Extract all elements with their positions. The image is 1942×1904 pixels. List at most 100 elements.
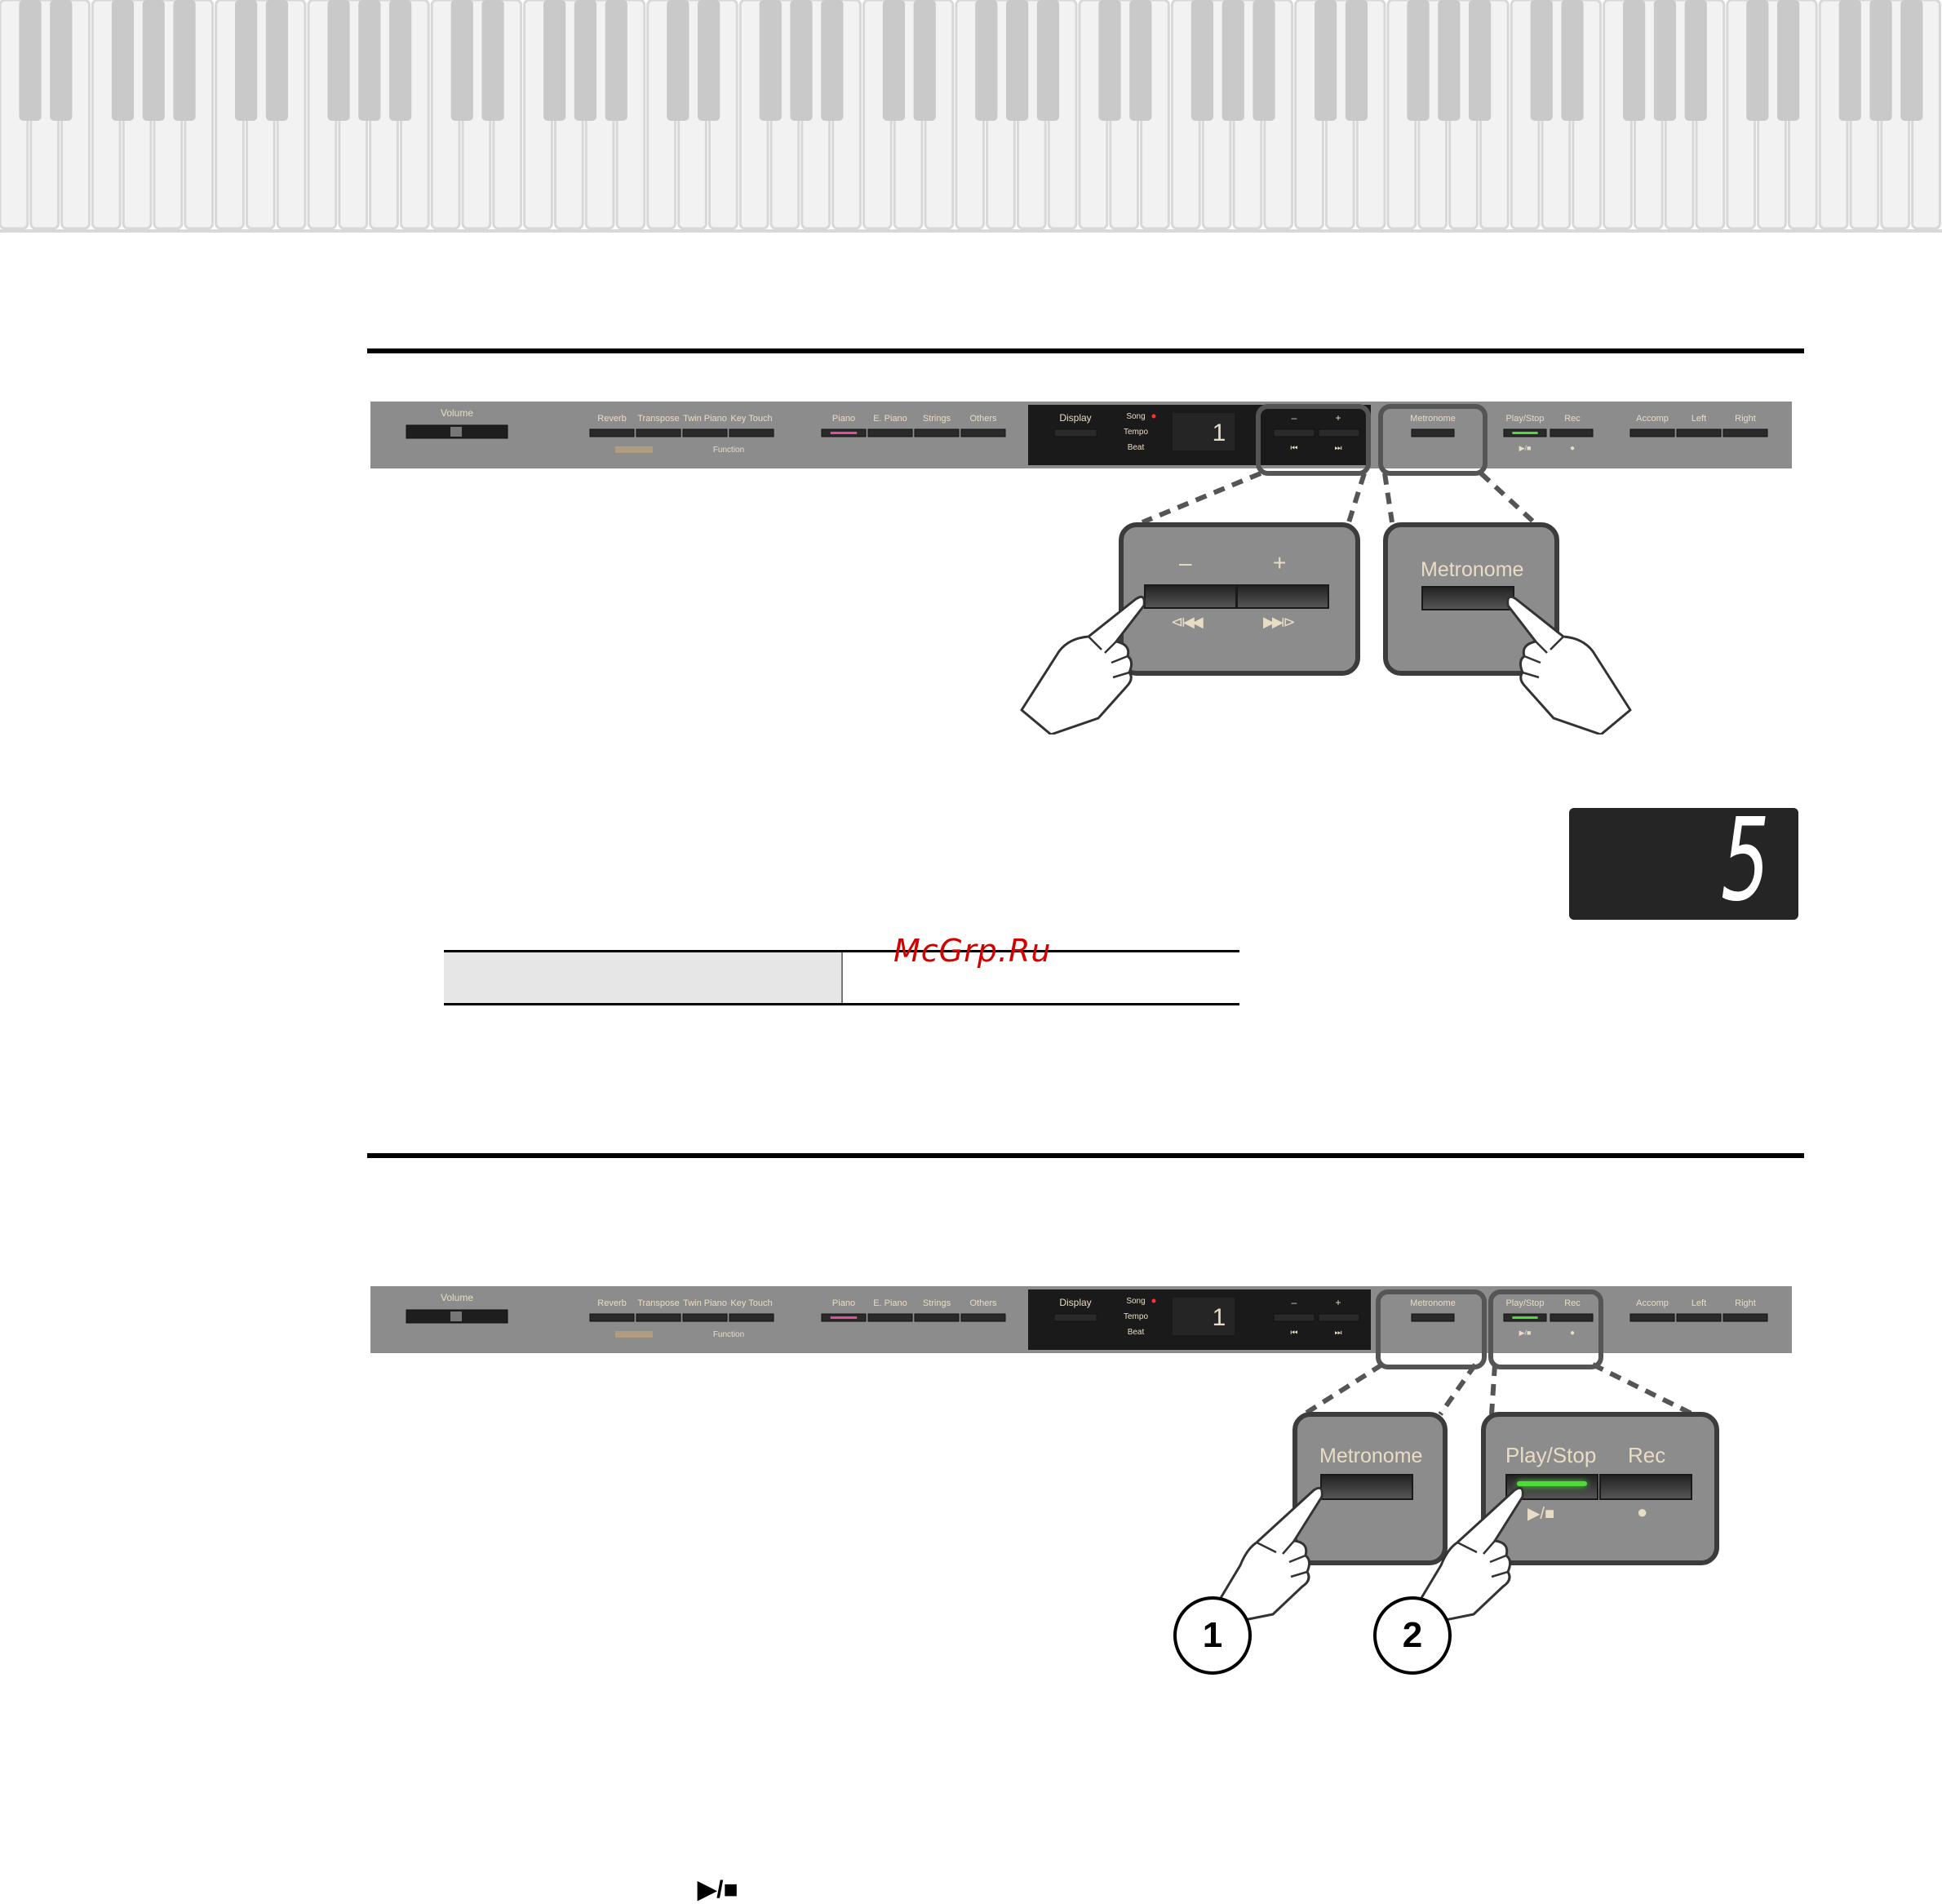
panel-button[interactable]: [1676, 1313, 1722, 1322]
metronome-label: Metronome: [1421, 558, 1524, 581]
play-stop-label: Play/Stop: [1505, 1443, 1597, 1467]
highlight-box-play-rec: [1488, 1289, 1603, 1369]
panel-button[interactable]: [960, 1313, 1006, 1322]
panel-label: Display: [1059, 412, 1091, 424]
black-key: [1469, 0, 1492, 121]
panel-button[interactable]: [589, 428, 635, 437]
panel-button[interactable]: [729, 428, 774, 437]
panel-label: Right: [1735, 414, 1756, 424]
panel-button[interactable]: [867, 1313, 913, 1322]
black-key: [1036, 0, 1060, 121]
panel-button[interactable]: [1273, 1313, 1315, 1322]
rewind-icon: ⧏◀◀: [1171, 614, 1204, 630]
panel-label: Function: [713, 1330, 744, 1339]
black-key: [50, 0, 73, 121]
panel-label: Tempo: [1124, 1312, 1148, 1321]
panel-label: Transpose: [637, 1298, 680, 1308]
pressing-hand-icon: [1020, 595, 1146, 735]
panel-label: Play/Stop: [1505, 414, 1544, 424]
panel-label: E. Piano: [873, 1298, 907, 1308]
panel-button[interactable]: [1273, 428, 1315, 437]
panel-button[interactable]: [636, 1313, 681, 1322]
black-key: [1438, 0, 1461, 121]
black-key: [1129, 0, 1152, 121]
step-1-badge: 1: [1173, 1596, 1252, 1675]
fast-forward-icon: ▶▶⧐: [1263, 614, 1296, 630]
panel-label: ▶/■: [1519, 444, 1532, 452]
panel-label: Rec: [1564, 414, 1581, 424]
black-key: [1746, 0, 1769, 121]
panel-button[interactable]: [1318, 428, 1360, 437]
callouts-top: [1141, 404, 1536, 525]
black-key: [605, 0, 627, 121]
panel-button[interactable]: [729, 1313, 774, 1322]
minus-button[interactable]: [1144, 584, 1237, 609]
panel-label: Twin Piano: [683, 1298, 727, 1308]
panel-button[interactable]: [1629, 1313, 1675, 1322]
panel-button[interactable]: [914, 428, 960, 437]
panel-button[interactable]: [1550, 1313, 1594, 1322]
panel-label: Rec: [1564, 1298, 1581, 1308]
black-key: [358, 0, 381, 121]
metronome-button[interactable]: [1421, 586, 1514, 610]
panel-label: Others: [969, 414, 997, 424]
panel-button[interactable]: [682, 428, 728, 437]
panel-button[interactable]: [1053, 1313, 1097, 1322]
black-key: [1530, 0, 1553, 121]
panel-label: Left: [1691, 1298, 1706, 1308]
panel-button[interactable]: [1723, 428, 1768, 437]
table-cell-left: [444, 952, 843, 1003]
panel-button[interactable]: [1629, 428, 1675, 437]
panel-button[interactable]: [914, 1313, 960, 1322]
rec-symbol: ●: [1637, 1502, 1648, 1522]
black-key: [1222, 0, 1244, 121]
panel-label: 1: [1213, 419, 1226, 446]
panel-label: Reverb: [597, 1298, 626, 1308]
panel-label: ●: [1570, 444, 1575, 453]
panel-label: ⏭: [1335, 1329, 1342, 1338]
panel-label: Metronome: [1410, 414, 1456, 424]
black-key: [1345, 0, 1368, 121]
panel-label: Metronome: [1410, 1298, 1456, 1308]
panel-button[interactable]: [1411, 428, 1455, 437]
black-key: [975, 0, 998, 121]
panel-button[interactable]: [1053, 428, 1097, 437]
panel-label: Reverb: [597, 414, 626, 424]
section-rule-middle: [367, 1153, 1804, 1158]
black-key: [1407, 0, 1430, 121]
step-2-badge: 2: [1373, 1596, 1452, 1675]
panel-button[interactable]: [960, 428, 1006, 437]
panel-label: Key Touch: [730, 414, 772, 424]
panel-button[interactable]: [1550, 428, 1594, 437]
panel-label: +: [1335, 1297, 1341, 1308]
panel-label: E. Piano: [873, 414, 907, 424]
panel-button[interactable]: [867, 428, 913, 437]
black-key: [265, 0, 289, 121]
panel-label: Others: [969, 1298, 997, 1308]
panel-button[interactable]: [1723, 1313, 1768, 1322]
black-key: [173, 0, 196, 121]
black-key: [1838, 0, 1861, 121]
black-key: [1253, 0, 1275, 121]
panel-button[interactable]: [1318, 1313, 1360, 1322]
panel-button[interactable]: [1411, 1313, 1455, 1322]
rec-button[interactable]: [1599, 1474, 1692, 1500]
panel-label: –: [1292, 1297, 1297, 1308]
black-key: [450, 0, 473, 121]
play-stop-button[interactable]: [1505, 1474, 1598, 1500]
panel-label: Strings: [923, 414, 951, 424]
panel-button[interactable]: [682, 1313, 728, 1322]
black-key: [698, 0, 720, 121]
black-key: [235, 0, 258, 121]
black-key: [821, 0, 844, 121]
black-key: [1623, 0, 1646, 121]
plus-button[interactable]: [1236, 584, 1329, 609]
metronome-button[interactable]: [1320, 1474, 1413, 1500]
panel-button[interactable]: [589, 1313, 635, 1322]
panel-button[interactable]: [636, 428, 681, 437]
black-key: [574, 0, 597, 121]
panel-button[interactable]: [1676, 428, 1722, 437]
panel-label: Left: [1691, 414, 1706, 424]
panel-label: Beat: [1128, 443, 1145, 452]
